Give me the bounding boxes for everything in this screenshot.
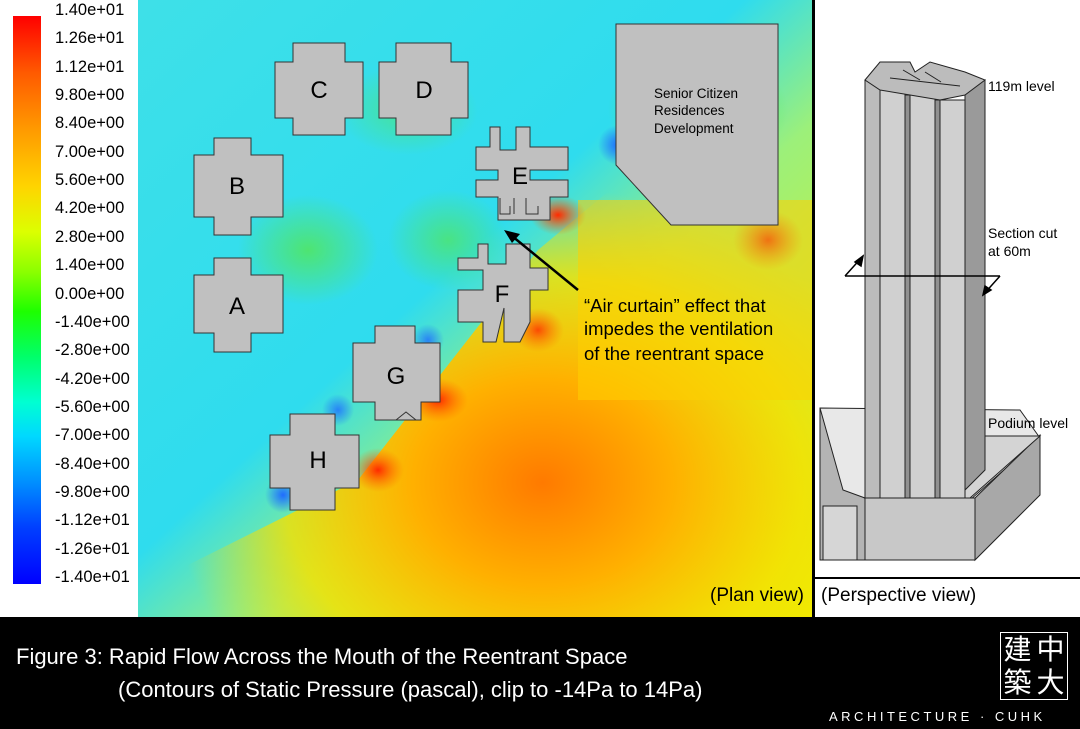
building-label-a: A [229, 293, 245, 320]
building-e-shape [475, 126, 569, 221]
legend-tick-label: -8.40e+00 [55, 454, 130, 473]
legend-tick-label: 8.40e+00 [55, 114, 125, 133]
legend-tick-label: 9.80e+00 [55, 85, 125, 104]
svg-text:impedes the ventilation: impedes the ventilation [584, 318, 773, 339]
plan-view: A B C D E F G H Senior Citizen Residence… [138, 0, 812, 617]
svg-text:Development: Development [654, 121, 734, 136]
building-b-shape [193, 137, 284, 236]
label-section-cut-2: at 60m [988, 243, 1031, 259]
legend-tick-label: 1.26e+01 [55, 29, 125, 48]
figure-panel: 1.40e+01 1.26e+01 1.12e+01 9.80e+00 8.40e+00… [0, 0, 1080, 617]
site-label: Senior Citizen Residences Development [654, 86, 738, 136]
air-curtain-annotation: “Air curtain” effect that impedes the ve… [584, 295, 773, 364]
building-label-c: C [310, 77, 327, 104]
legend-tick-label: -1.12e+01 [55, 511, 130, 530]
site-shape [615, 23, 779, 226]
legend-tick-label: 1.40e+00 [55, 255, 125, 274]
figure-subtitle: (Contours of Static Pressure (pascal), c… [118, 677, 703, 702]
tower-perspective-drawing: 119m level Section cut at 60m Podium lev… [819, 61, 1068, 562]
legend-tick-label: -7.00e+00 [55, 426, 130, 444]
plan-view-caption: (Plan view) [710, 585, 804, 606]
svg-text:of the reentrant space: of the reentrant space [584, 343, 764, 364]
legend-tick-label: 4.20e+00 [55, 199, 125, 218]
label-section-cut-1: Section cut [988, 225, 1057, 241]
building-labels: A B C D E F G H [229, 77, 528, 474]
legend-tick-label: -1.40e+00 [55, 312, 130, 331]
label-119m: 119m level [988, 78, 1055, 94]
building-label-b: B [229, 173, 245, 200]
building-f-shape [457, 243, 549, 343]
building-h-shape [269, 413, 360, 511]
perspective-view: 119m level Section cut at 60m Podium lev… [815, 0, 1080, 617]
legend-tick-label: 0.00e+00 [55, 284, 125, 303]
logo-char-1: 建 [1003, 633, 1032, 666]
svg-text:Senior Citizen: Senior Citizen [654, 86, 738, 101]
section-cut-marker [844, 254, 1001, 297]
building-label-d: D [415, 77, 432, 104]
building-label-f: F [495, 281, 510, 308]
cuhk-logo: 建 中 築 大 [1000, 632, 1068, 700]
logo-char-2: 中 [1036, 633, 1065, 666]
logo-char-3: 築 [1003, 666, 1032, 699]
building-a-shape [193, 257, 284, 353]
svg-text:Residences: Residences [654, 103, 725, 118]
legend-tick-label: 5.60e+00 [55, 170, 125, 189]
perspective-caption-rule [815, 577, 1080, 579]
legend-colorbar [13, 16, 41, 584]
legend-tick-label: -4.20e+00 [55, 369, 130, 388]
legend-tick-label: -2.80e+00 [55, 340, 130, 359]
legend-tick-label: -9.80e+00 [55, 482, 130, 501]
figure-title: Figure 3: Rapid Flow Across the Mouth of… [16, 644, 628, 669]
building-d-shape [378, 42, 469, 136]
label-podium: Podium level [988, 415, 1068, 431]
legend-tick-label: 7.00e+00 [55, 142, 125, 161]
panel-divider [812, 0, 815, 617]
building-label-g: G [387, 363, 406, 390]
legend-tick-label: -5.60e+00 [55, 397, 130, 416]
svg-text:“Air curtain” effect that: “Air curtain” effect that [584, 295, 766, 316]
legend-tick-label: 2.80e+00 [55, 227, 125, 246]
building-c-shape [274, 42, 364, 136]
pressure-contour-plot: A B C D E F G H Senior Citizen Residence… [138, 0, 812, 617]
legend-tick-label: 1.40e+01 [55, 0, 125, 19]
logo-text: ARCHITECTURE · CUHK [829, 709, 1046, 724]
legend-tick-label: -1.26e+01 [55, 539, 130, 558]
building-g-shape [352, 325, 441, 421]
annotation-arrow [504, 230, 579, 291]
perspective-view-caption: (Perspective view) [821, 585, 977, 606]
legend-tick-label: -1.40e+01 [55, 567, 130, 586]
building-label-e: E [512, 163, 528, 190]
color-legend: 1.40e+01 1.26e+01 1.12e+01 9.80e+00 8.40e+00… [0, 0, 138, 617]
legend-tick-label: 1.12e+01 [55, 57, 125, 76]
logo-char-4: 大 [1036, 666, 1065, 699]
building-label-h: H [309, 447, 326, 474]
